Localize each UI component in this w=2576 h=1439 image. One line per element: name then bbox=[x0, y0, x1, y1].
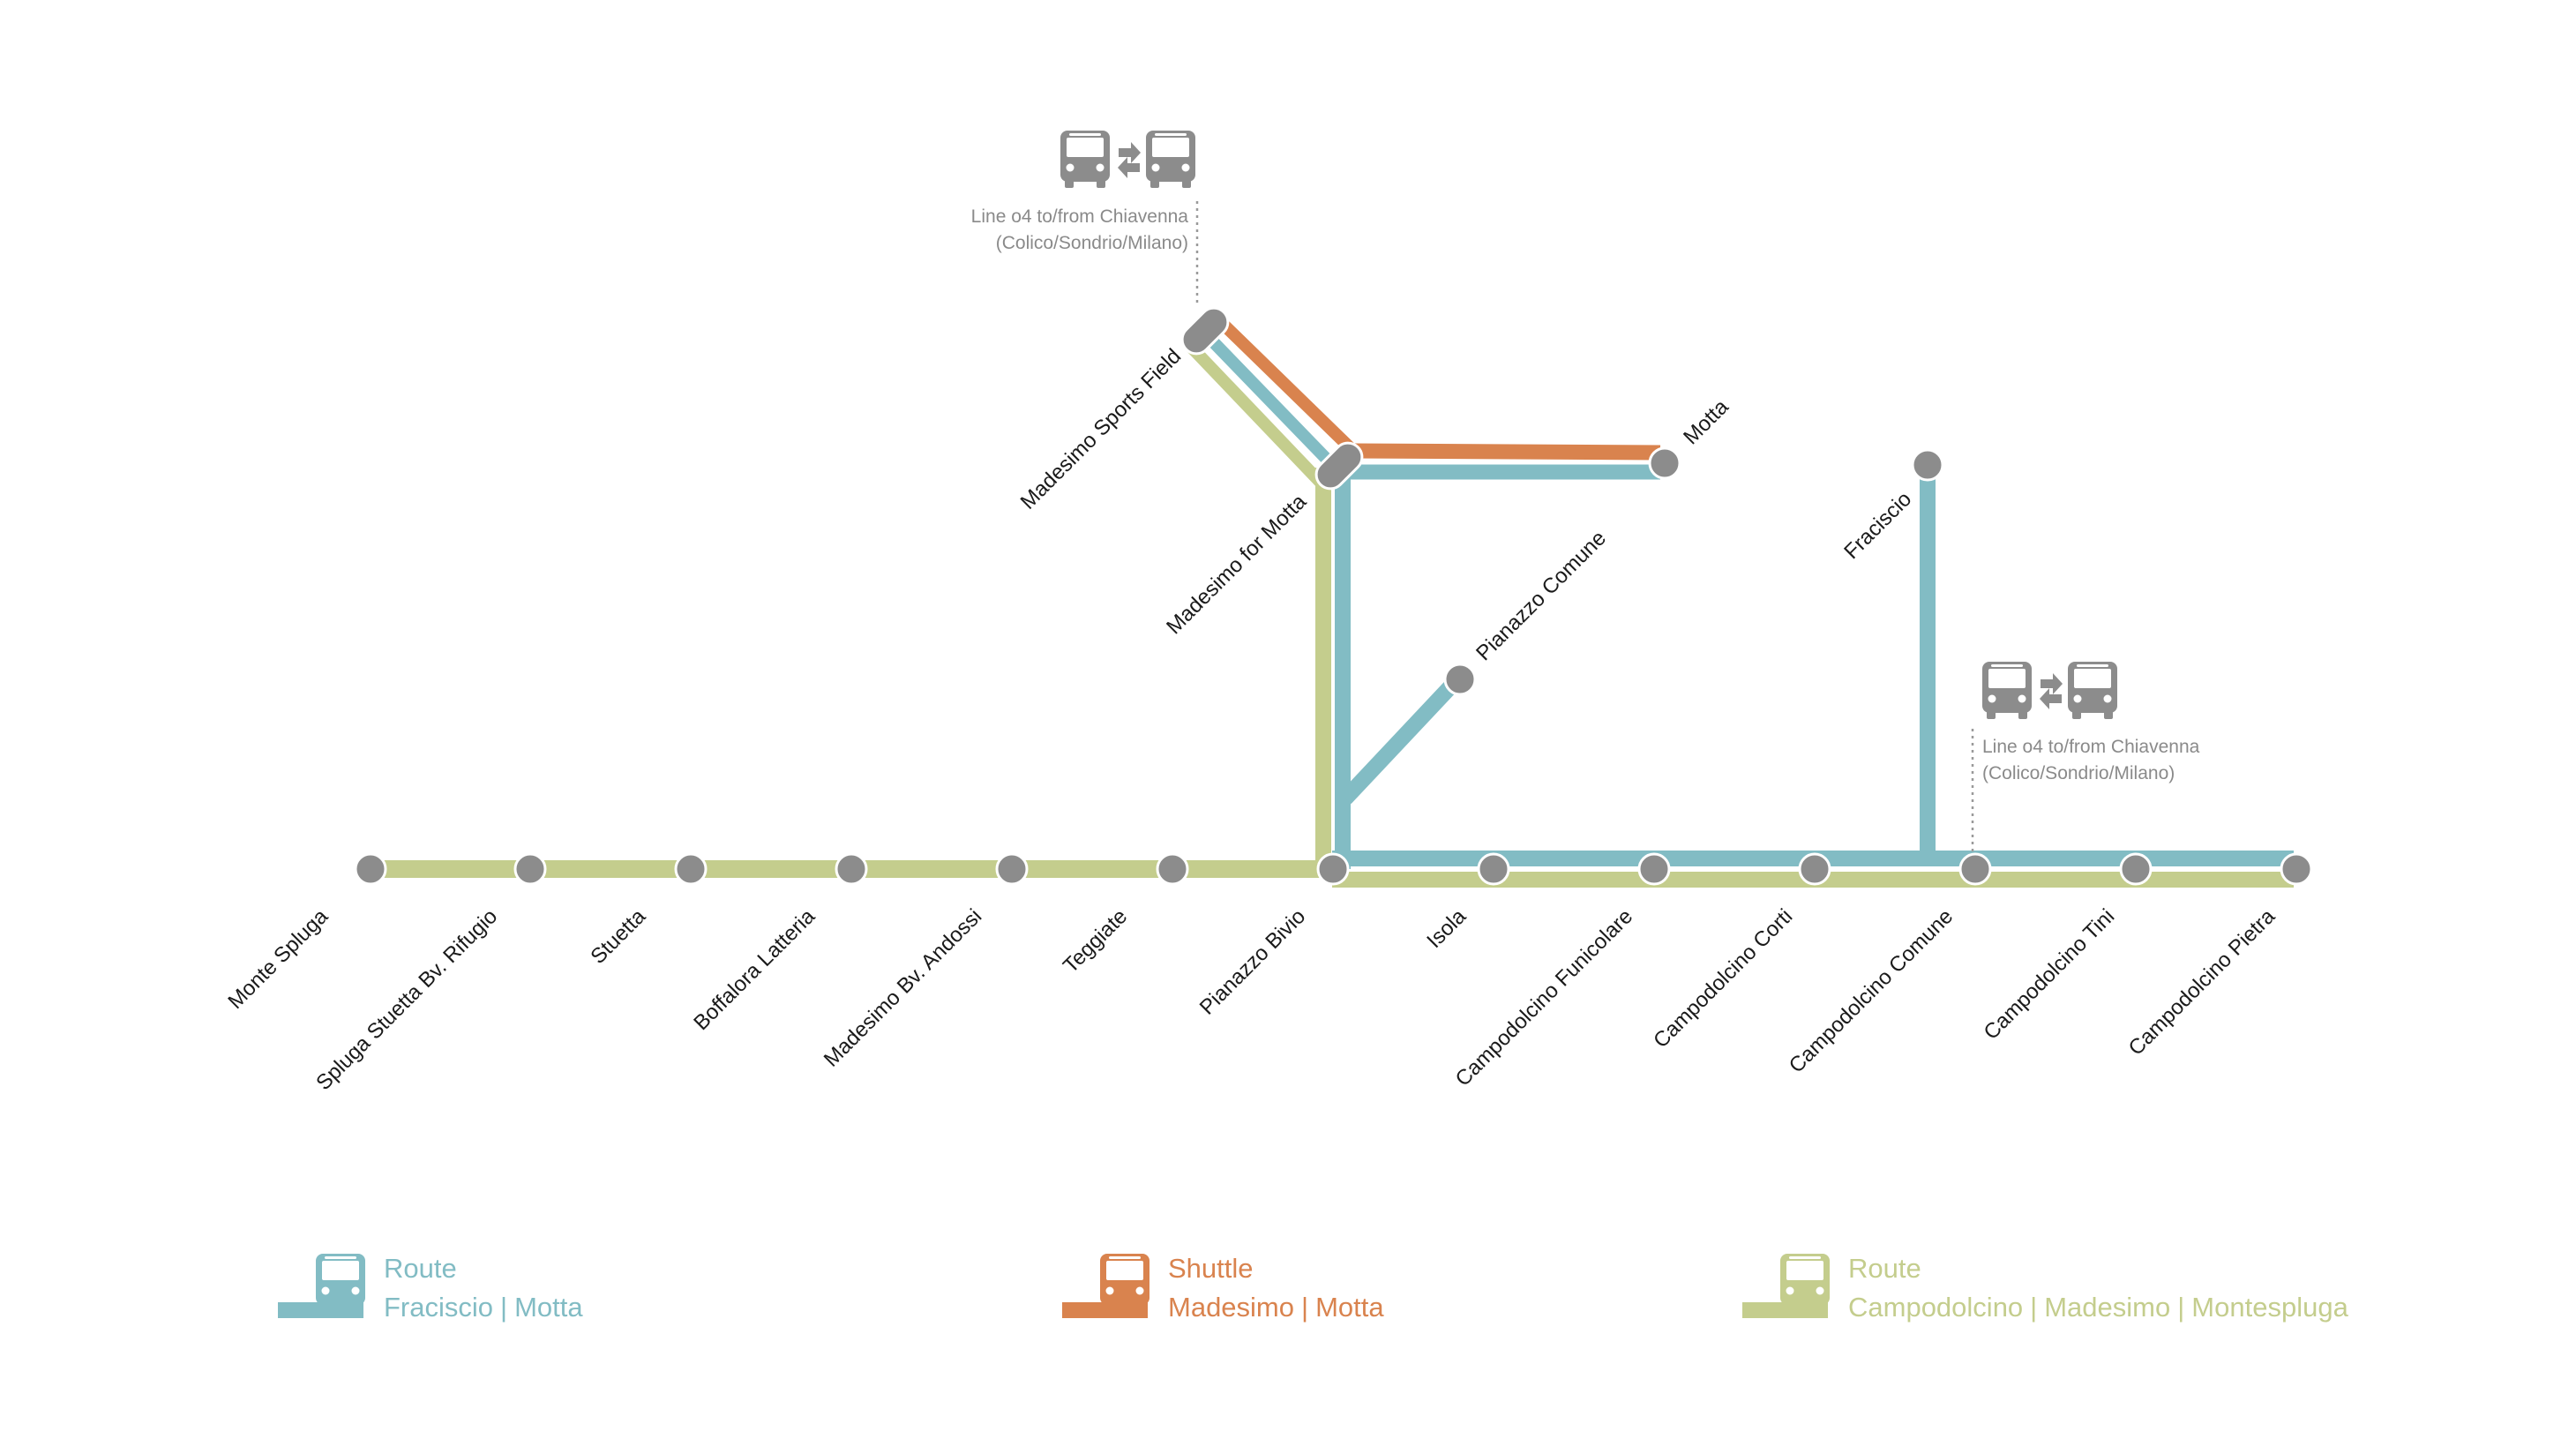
interchange-line-text: Line o4 to/from Chiavenna bbox=[971, 206, 1189, 227]
shuttle-madesimo-motta-line-motta bbox=[1353, 443, 1661, 461]
stop-label-motta: Motta bbox=[1679, 394, 1734, 449]
stop-label-madesimo-andossi: Madesimo Bv. Andossi bbox=[820, 904, 987, 1072]
stop-marker-campodolcino-funicolare[interactable] bbox=[1637, 852, 1671, 886]
stop-marker-monte-spluga[interactable] bbox=[354, 852, 387, 886]
stop-marker-campodolcino-pietra[interactable] bbox=[2280, 852, 2313, 886]
legend-route-stop: Madesimo bbox=[2044, 1292, 2170, 1323]
stop-labels: Monte Spluga Spluga Stuetta Bv. Rifugio … bbox=[223, 344, 2280, 1095]
stop-label-madesimo-motta: Madesimo for Motta bbox=[1162, 490, 1312, 640]
stop-label-campodolcino-comune: Campodolcino Comune bbox=[1785, 904, 1958, 1077]
legend-route-stop: Montespluga bbox=[2191, 1292, 2348, 1323]
bus-icon bbox=[1780, 1254, 1830, 1311]
stop-label-pianazzo-bivio: Pianazzo Bivio bbox=[1195, 904, 1310, 1019]
legend-type: Route bbox=[384, 1253, 457, 1284]
stop-marker-boffalora[interactable] bbox=[835, 852, 868, 886]
legend-separator: | bbox=[1301, 1292, 1308, 1323]
interchange-destinations-text: (Colico/Sondrio/Milano) bbox=[1982, 763, 2175, 783]
stop-marker-pianazzo-bivio[interactable] bbox=[1316, 852, 1350, 886]
legend-route-name: Campodolcino|Madesimo|Montespluga bbox=[1848, 1292, 2349, 1323]
stop-label-monte-spluga: Monte Spluga bbox=[223, 904, 333, 1014]
interchange-destinations-text: (Colico/Sondrio/Milano) bbox=[996, 233, 1188, 253]
legend-route-stop: Fraciscio bbox=[384, 1292, 493, 1323]
stop-label-stuetta: Stuetta bbox=[586, 904, 650, 969]
stop-marker-spluga-stuetta[interactable] bbox=[513, 852, 547, 886]
stop-labels-right: Motta Pianazzo Comune bbox=[1471, 394, 1734, 665]
stop-label-campodolcino-tini: Campodolcino Tini bbox=[1980, 904, 2120, 1045]
bus-transfer-icon bbox=[1982, 662, 2117, 719]
legend-route-stop: Madesimo bbox=[1168, 1292, 1294, 1323]
legend-route-stop: Motta bbox=[1315, 1292, 1384, 1323]
bus-transfer-icon bbox=[1060, 131, 1195, 188]
stops bbox=[354, 302, 2313, 886]
stop-label-isola: Isola bbox=[1422, 904, 1471, 953]
route-lines bbox=[371, 316, 2294, 888]
legend-item-fraciscio-motta: Route Fraciscio|Motta bbox=[278, 1253, 583, 1323]
interchange-chiavenna-top: Line o4 to/from Chiavenna (Colico/Sondri… bbox=[971, 131, 1199, 304]
bus-icon bbox=[316, 1254, 365, 1311]
route-campodolcino-madesimo-montespluga-line-diagonal bbox=[1186, 342, 1329, 490]
stop-marker-isola[interactable] bbox=[1477, 852, 1510, 886]
interchange-line-text: Line o4 to/from Chiavenna bbox=[1982, 737, 2200, 757]
stop-label-madesimo-sports-field: Madesimo Sports Field bbox=[1016, 344, 1187, 514]
legend-route-stop: Motta bbox=[514, 1292, 583, 1323]
stop-marker-campodolcino-tini[interactable] bbox=[2119, 852, 2153, 886]
bus-icon bbox=[1100, 1254, 1149, 1311]
legend-separator: | bbox=[2177, 1292, 2184, 1323]
stop-marker-campodolcino-comune[interactable] bbox=[1958, 852, 1992, 886]
legend-separator: | bbox=[500, 1292, 507, 1323]
legend: Route Fraciscio|Motta Shuttle Madesimo|M… bbox=[278, 1253, 2349, 1323]
stop-label-fraciscio: Fraciscio bbox=[1839, 487, 1916, 564]
stop-label-campodolcino-corti: Campodolcino Corti bbox=[1649, 904, 1797, 1053]
stop-marker-campodolcino-corti[interactable] bbox=[1798, 852, 1831, 886]
interchange-chiavenna-right: Line o4 to/from Chiavenna (Colico/Sondri… bbox=[1971, 662, 2200, 851]
legend-type: Shuttle bbox=[1168, 1253, 1254, 1284]
stop-label-campodolcino-funicolare: Campodolcino Funicolare bbox=[1451, 904, 1638, 1091]
stop-label-teggiate: Teggiate bbox=[1059, 904, 1132, 978]
stop-marker-fraciscio[interactable] bbox=[1911, 448, 1944, 482]
stop-label-campodolcino-pietra: Campodolcino Pietra bbox=[2124, 904, 2280, 1061]
route-fraciscio-motta-branch-pianazzo bbox=[1339, 673, 1464, 805]
stop-marker-madesimo-motta[interactable] bbox=[1310, 437, 1367, 494]
legend-route-name: Madesimo|Motta bbox=[1168, 1292, 1384, 1323]
stop-marker-madesimo-andossi[interactable] bbox=[995, 852, 1029, 886]
legend-type: Route bbox=[1848, 1253, 1921, 1284]
legend-route-name: Fraciscio|Motta bbox=[384, 1292, 583, 1323]
stop-marker-teggiate[interactable] bbox=[1156, 852, 1189, 886]
legend-item-madesimo-motta: Shuttle Madesimo|Motta bbox=[1062, 1253, 1384, 1323]
stop-marker-stuetta[interactable] bbox=[674, 852, 708, 886]
stop-marker-motta[interactable] bbox=[1648, 446, 1681, 480]
legend-item-campodolcino-madesimo-montespluga: Route Campodolcino|Madesimo|Montespluga bbox=[1742, 1253, 2349, 1323]
stop-label-boffalora: Boffalora Latteria bbox=[689, 904, 820, 1035]
stop-marker-madesimo-sports-field[interactable] bbox=[1176, 302, 1233, 359]
stop-label-pianazzo-comune: Pianazzo Comune bbox=[1471, 526, 1611, 665]
route-fraciscio-motta-line-diagonal bbox=[1200, 329, 1344, 476]
legend-separator: | bbox=[2030, 1292, 2037, 1323]
stop-label-spluga-stuetta: Spluga Stuetta Bv. Rifugio bbox=[311, 904, 502, 1095]
legend-route-stop: Campodolcino bbox=[1848, 1292, 2023, 1323]
stop-marker-pianazzo-comune[interactable] bbox=[1443, 663, 1477, 696]
shuttle-madesimo-motta-line-diagonal bbox=[1216, 316, 1359, 457]
